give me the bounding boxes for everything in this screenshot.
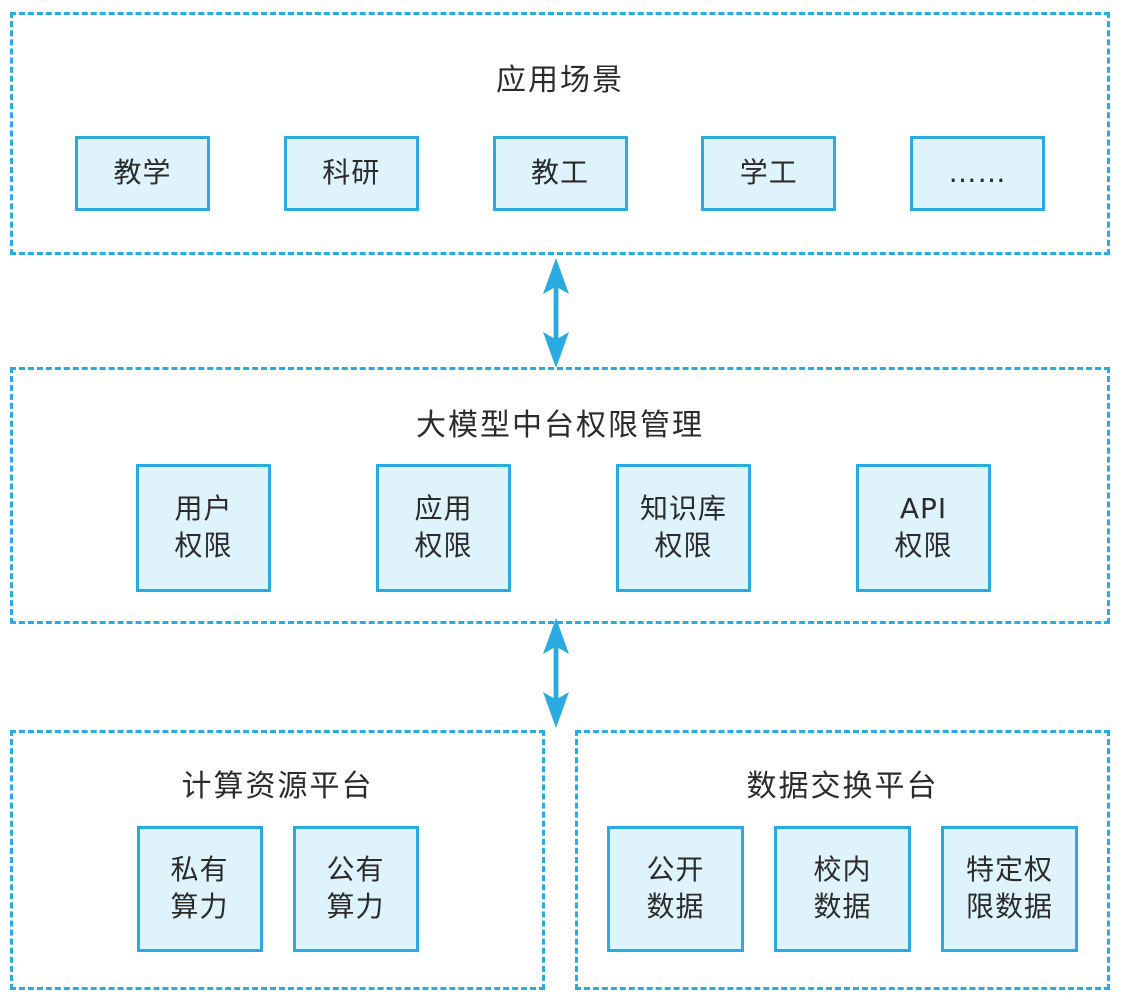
box-public-data: 公开 数据 <box>607 826 744 952</box>
box-api-permissions: API 权限 <box>856 464 991 592</box>
box-campus-data: 校内 数据 <box>774 826 911 952</box>
compute-box-row: 私有 算力 公有 算力 <box>13 826 542 952</box>
box-app-permissions: 应用 权限 <box>376 464 511 592</box>
panel-permission-management: 大模型中台权限管理 用户 权限 应用 权限 知识库 权限 API 权限 <box>10 367 1110 624</box>
double-arrow-icon <box>543 258 569 368</box>
box-ellipsis: …… <box>910 136 1045 211</box>
box-restricted-data: 特定权 限数据 <box>941 826 1078 952</box>
box-knowledge-base-permissions: 知识库 权限 <box>616 464 751 592</box>
panel-data-exchange: 数据交换平台 公开 数据 校内 数据 特定权 限数据 <box>575 730 1110 990</box>
panel-title-permissions: 大模型中台权限管理 <box>416 408 704 443</box>
box-research: 科研 <box>283 136 419 211</box>
panel-title-scenarios: 应用场景 <box>496 63 624 98</box>
double-arrow-icon <box>543 618 569 728</box>
permissions-box-row: 用户 权限 应用 权限 知识库 权限 API 权限 <box>136 464 991 592</box>
box-public-compute: 公有 算力 <box>292 826 419 952</box>
panel-title-compute: 计算资源平台 <box>181 769 374 804</box>
panel-application-scenarios: 应用场景 教学 科研 教工 学工 …… <box>10 12 1110 255</box>
box-teaching: 教学 <box>75 136 210 211</box>
panel-title-data-exchange: 数据交换平台 <box>746 769 939 804</box>
scenarios-box-row: 教学 科研 教工 学工 …… <box>75 136 1045 211</box>
data-exchange-box-row: 公开 数据 校内 数据 特定权 限数据 <box>578 826 1107 952</box>
box-student-affairs: 学工 <box>701 136 837 211</box>
box-user-permissions: 用户 权限 <box>136 464 271 592</box>
box-faculty: 教工 <box>492 136 628 211</box>
box-private-compute: 私有 算力 <box>136 826 263 952</box>
panel-computing-resources: 计算资源平台 私有 算力 公有 算力 <box>10 730 545 990</box>
